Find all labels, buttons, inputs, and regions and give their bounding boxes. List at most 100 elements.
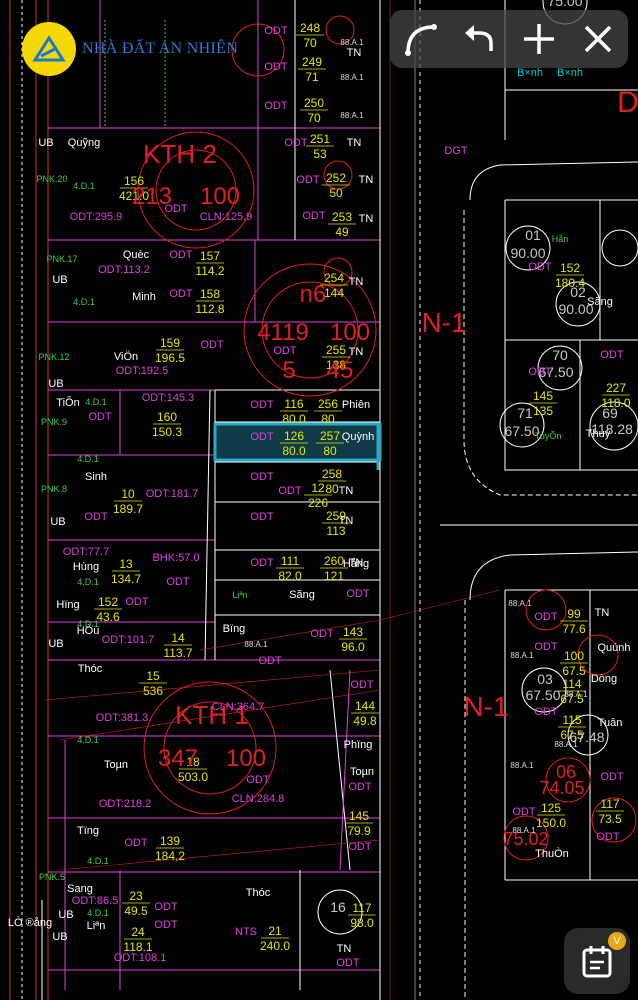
- parcel-number: 126: [284, 429, 304, 443]
- parcel-number: 156: [124, 174, 144, 188]
- calendar-button[interactable]: V: [564, 928, 630, 994]
- parcel-number: 15: [146, 669, 160, 683]
- owner-label: UB: [48, 638, 63, 650]
- owner-label: TN: [339, 485, 354, 497]
- zone-label: 4119: [257, 319, 309, 346]
- land-use-label: ODT: [296, 174, 320, 186]
- parcel-number: 145: [533, 389, 553, 403]
- owner-label: LÒ ®ång: [8, 916, 52, 929]
- parcel-number: 117: [600, 797, 619, 811]
- owner-label: Sinh: [85, 471, 107, 483]
- parcel-area: 67.5: [560, 692, 584, 706]
- land-use-label: ODT:101.7: [102, 634, 155, 646]
- parcel-number: 143: [343, 625, 363, 639]
- zone-label: 74.05: [539, 778, 584, 798]
- land-use-label: ODT: [154, 901, 178, 913]
- land-use-label: CLN:125.9: [200, 211, 253, 223]
- lot-label: 70: [552, 347, 568, 363]
- owner-label: Quỳnh: [342, 431, 374, 443]
- parcel-number: 12: [311, 481, 325, 495]
- zone-code-label: 88.A.1: [508, 599, 532, 608]
- parcel-area: 80: [323, 444, 337, 458]
- parcel-number: 100: [564, 649, 584, 663]
- parcel-number: 253: [332, 210, 352, 224]
- land-use-label: ODT:77.7: [63, 546, 109, 558]
- parcel-area: 49.5: [124, 904, 148, 918]
- land-use-label: DGT: [444, 145, 468, 157]
- code-label: PNK.5: [39, 872, 65, 882]
- land-use-label: ODT:108.1: [114, 952, 167, 964]
- parcel-number: 117: [352, 901, 371, 915]
- parcel-number: 160: [157, 410, 177, 424]
- parcel-area: 96.0: [341, 640, 365, 654]
- land-use-label: ODT: [124, 837, 148, 849]
- arc-tool-icon[interactable]: [398, 17, 442, 61]
- parcel-area: 49: [335, 225, 349, 239]
- lot-label: 75.00: [547, 0, 582, 9]
- parcel-area: 77.6: [562, 622, 586, 636]
- zone-code-label: 88.A.1: [340, 111, 364, 120]
- land-use-label: ODT: [302, 210, 326, 222]
- zone-label: N-1: [421, 307, 466, 338]
- land-use-label: ODT: [348, 841, 372, 853]
- parcel-area: 80.0: [282, 444, 306, 458]
- zone-label: 5: [282, 357, 295, 384]
- land-use-label: ODT: [348, 781, 372, 793]
- zone-label: 100: [226, 745, 266, 772]
- land-use-label: ODT:86.5: [72, 895, 118, 907]
- parcel-number: 259: [326, 509, 346, 523]
- parcel-number: 23: [129, 889, 143, 903]
- parcel-number: 157: [200, 249, 220, 263]
- land-use-label: ODT: [278, 485, 302, 497]
- parcel-area: 70: [303, 36, 317, 50]
- owner-label: UB: [48, 378, 63, 390]
- owner-label: Phïng: [344, 739, 373, 751]
- zone-code-label: 88.A.1: [244, 640, 268, 649]
- code-label: Hån: [552, 234, 569, 244]
- land-use-label: ODT: [166, 576, 190, 588]
- owner-label: TN: [359, 174, 374, 186]
- plus-icon[interactable]: [517, 17, 561, 61]
- parcel-number: 145: [349, 809, 369, 823]
- land-use-label: ODT: [534, 641, 558, 653]
- owner-label: TN: [337, 943, 352, 955]
- land-use-label: ODT: [310, 628, 334, 640]
- land-use-label: ODT: [84, 511, 108, 523]
- parcel-area: 73.5: [598, 812, 622, 826]
- land-use-label: ODT: [88, 411, 112, 423]
- owner-label: HÒu: [77, 624, 100, 637]
- undo-icon[interactable]: [457, 17, 501, 61]
- land-use-label: ODT: [528, 366, 552, 378]
- code-label: 4.D.1: [77, 619, 99, 629]
- owner-label: Dòng: [591, 673, 617, 685]
- owner-label: Thóc: [246, 887, 271, 899]
- parcel-number: 10: [121, 487, 135, 501]
- parcel-number: 24: [131, 925, 145, 939]
- parcel-number: 99: [567, 607, 581, 621]
- land-use-label: ODT: [246, 774, 270, 786]
- land-use-label: ODT: [534, 611, 558, 623]
- zone-label: 347: [158, 745, 198, 772]
- lot-label: 118.28: [591, 421, 633, 437]
- parcel-number: 260: [324, 554, 344, 568]
- parcel-number: 13: [119, 557, 133, 571]
- parcel-number: 14: [171, 631, 185, 645]
- lot-label: 69: [602, 405, 618, 421]
- owner-label: TN: [349, 276, 364, 288]
- land-use-label: ODT:113.2: [98, 264, 150, 276]
- code-label: 4.D.1: [87, 908, 109, 918]
- close-icon[interactable]: [576, 17, 620, 61]
- owner-label: Bïng: [223, 623, 246, 635]
- code-label: 4.D.1: [73, 297, 95, 307]
- parcel-number: 152: [560, 261, 580, 275]
- owner-label: Tuân: [598, 717, 623, 729]
- parcel-area: 82.0: [278, 569, 302, 583]
- zone-label: n6: [300, 281, 327, 308]
- zone-label: N-1: [463, 691, 508, 722]
- zone-code-label: 88.A.1: [510, 761, 534, 770]
- owner-label: Phiên: [342, 399, 370, 411]
- owner-label: UB: [50, 516, 65, 528]
- parcel-number: 158: [200, 287, 220, 301]
- land-use-label: ODT:181.7: [146, 488, 199, 500]
